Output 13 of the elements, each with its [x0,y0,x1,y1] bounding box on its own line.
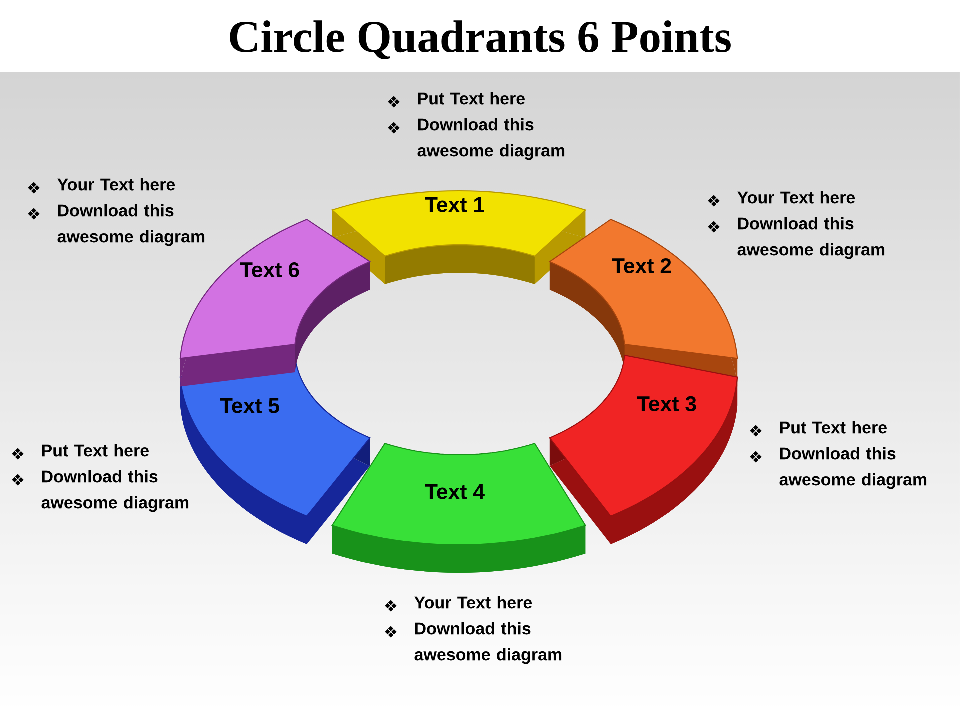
node-label: Text 1 [425,198,484,212]
bullet-text: Your Text here [738,191,856,204]
bullet-text: Download this awesome diagram [738,217,885,260]
bullet-text: Download this awesome diagram [414,622,562,664]
bullet-text: Download this awesome diagram [780,447,927,490]
bullet-text: Put Text here [418,92,525,105]
bullet-text: Put Text here [42,444,149,457]
title: Circle Quadrants 6 Points [230,20,731,60]
bullet-text: Your Text here [58,178,176,191]
bullet-text: Your Text here [414,596,532,609]
ring-segment: Text 3 [549,354,738,544]
bullet-text: Put Text here [780,421,887,434]
bullet-text: Download this awesome diagram [418,118,565,160]
